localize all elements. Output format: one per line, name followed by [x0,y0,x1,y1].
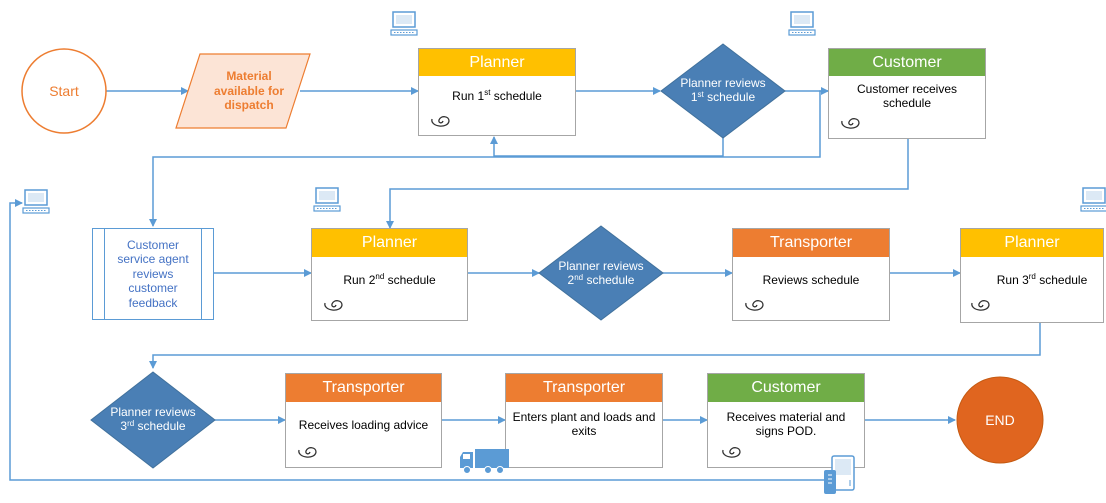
spiral-icon [722,447,741,458]
decision3-label: Planner reviews 3rd schedule [110,405,196,433]
computer-icon [22,188,50,221]
computer-icon [1080,186,1106,219]
transporter-enters-plant-title: Transporter [506,374,662,402]
decision3-diamond [90,371,216,469]
decision2-label: Planner reviews 2nd schedule [558,259,644,287]
spiral-icon [431,116,450,127]
customer1-box: Customer Customer receives schedule [828,48,986,139]
customer-receives-material-box: Customer Receives material and signs POD… [707,373,865,468]
start-label: Start [49,82,79,99]
computer-icon [313,186,341,219]
transporter-enters-plant-box: Transporter Enters plant and loads and e… [505,373,663,468]
transporter-review-box: Transporter Reviews schedule [732,228,890,321]
material-parallelogram [175,53,311,129]
transporter-loading-advice-title: Transporter [286,374,441,402]
decision1-diamond [660,43,786,139]
planner3-title: Planner [961,229,1103,257]
planner1-text: Run 1st schedule [452,88,542,103]
csa-label: Customer service agent reviews customer … [117,238,189,310]
transporter-loading-advice-box: Transporter Receives loading advice [285,373,442,468]
arrow-customer3-feedback-loop [9,199,830,481]
material-label: Material available for dispatch [213,69,285,113]
planner2-text: Run 2nd schedule [343,272,436,287]
handheld-device-icon [820,454,860,503]
customer1-text: Customer receives schedule [856,82,958,110]
arrow-planner3-to-decision3 [149,323,1041,369]
arrow-customer-to-csa [149,90,828,227]
decision1-label: Planner reviews 1st schedule [680,76,766,104]
planner3-box: Planner Run 3rd schedule [960,228,1104,323]
computer-icon [390,10,418,43]
start-terminal [21,48,107,134]
end-terminal [956,376,1044,464]
transporter-enters-plant-text: Enters plant and loads and exits [512,410,656,438]
decision2-diamond [538,225,664,321]
customer1-title: Customer [829,49,985,76]
computer-icon [788,10,816,43]
truck-icon [458,446,510,481]
planner2-box: Planner Run 2nd schedule [311,228,468,321]
spiral-icon [324,300,343,311]
spiral-icon [971,300,990,311]
spiral-icon [745,300,764,311]
customer-receives-material-title: Customer [708,374,864,402]
transporter-loading-advice-text: Receives loading advice [298,418,429,432]
spiral-icon [298,447,317,458]
planner1-box: Planner Run 1st schedule [418,48,576,136]
csa-process-box: Customer service agent reviews customer … [92,228,214,320]
transporter-review-text: Reviews schedule [762,273,860,287]
planner2-title: Planner [312,229,467,257]
arrow-decision1-back-to-planner1 [490,136,724,157]
spiral-icon [841,118,860,129]
end-label: END [985,411,1015,428]
customer-receives-material-text: Receives material and signs POD. [726,410,846,438]
planner3-text: Run 3rd schedule [996,272,1088,287]
planner1-title: Planner [419,49,575,76]
transporter-review-title: Transporter [733,229,889,257]
arrow-customer-to-planner2 [386,139,909,229]
